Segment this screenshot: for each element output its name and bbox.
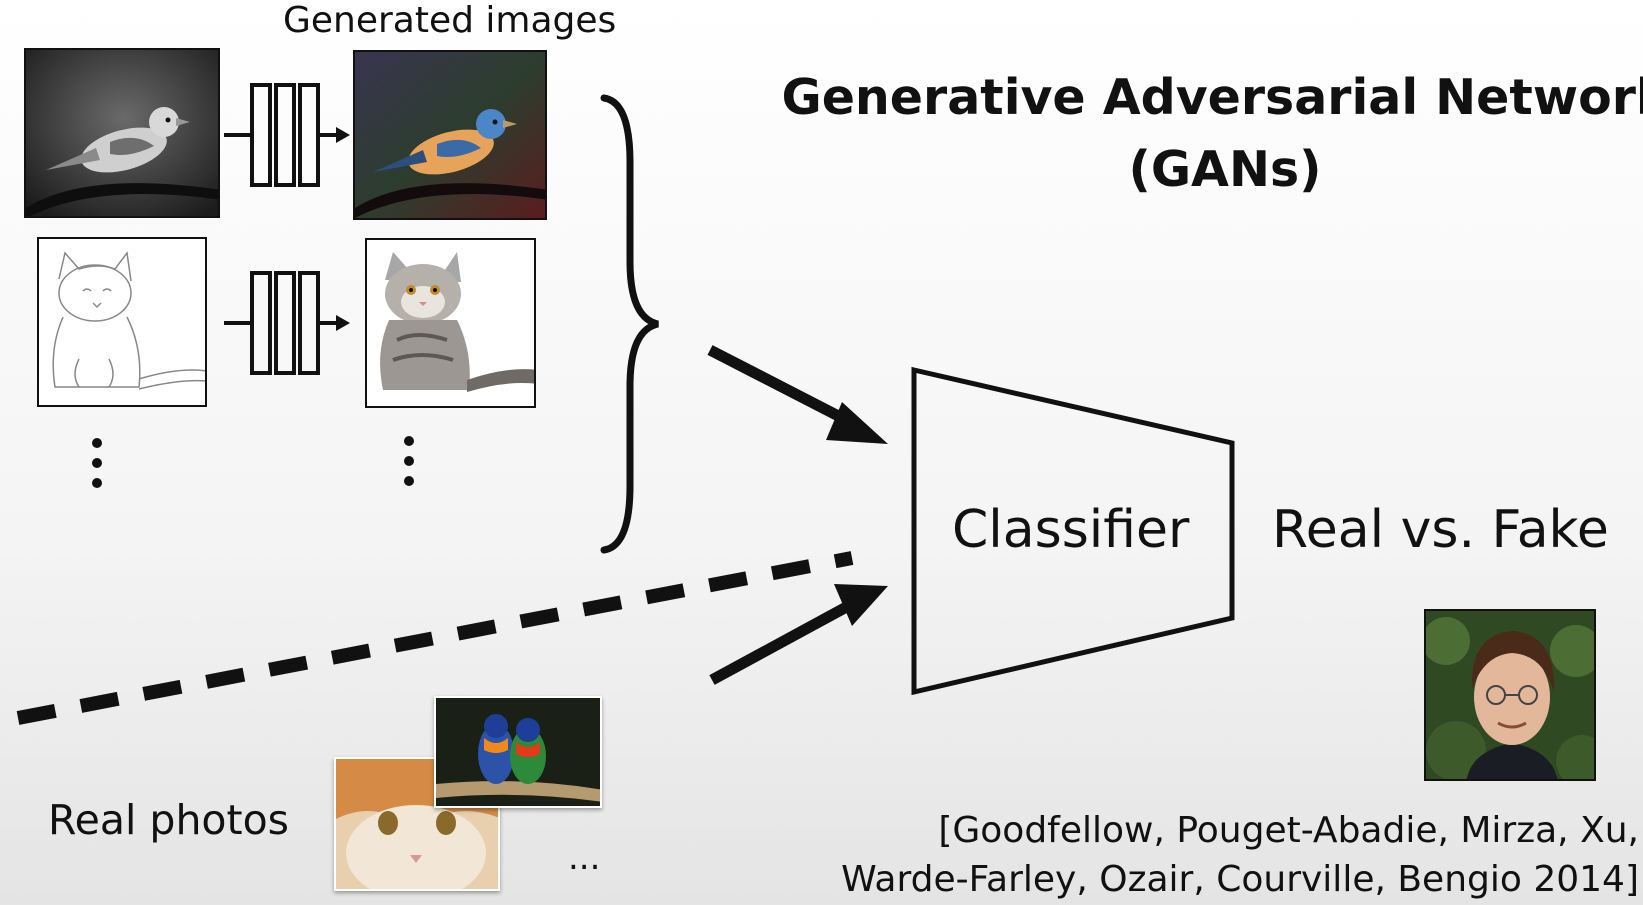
real-photos-label: Real photos — [48, 796, 290, 844]
generated-images-label: Generated images — [283, 0, 617, 41]
ellipsis-right-icon — [404, 436, 414, 486]
arrow-real-to-classifier-icon — [709, 584, 888, 685]
arrow-generated-to-classifier-icon — [707, 345, 888, 444]
real-vs-fake-label: Real vs. Fake — [1272, 500, 1609, 560]
generator-network-1-icon — [224, 83, 350, 187]
slide-title: Generative Adversarial Network (GANs) — [720, 62, 1643, 206]
classifier-label: Classifier — [952, 500, 1190, 560]
citation: [Goodfellow, Pouget-Abadie, Mirza, Xu, W… — [841, 806, 1639, 904]
citation-line-2: Warde-Farley, Ozair, Courville, Bengio 2… — [841, 859, 1639, 900]
real-parrots-photo — [434, 696, 602, 808]
generator-network-2-icon — [224, 271, 350, 375]
citation-line-1: [Goodfellow, Pouget-Abadie, Mirza, Xu, — [938, 810, 1639, 851]
generated-bird-image — [353, 50, 547, 220]
dashed-line — [16, 551, 854, 725]
classifier-shape — [911, 366, 1235, 696]
cat-sketch-image — [37, 237, 207, 407]
grayscale-bird-image — [24, 48, 220, 218]
title-line-2: (GANs) — [1128, 141, 1322, 198]
generated-cat-image — [365, 238, 536, 408]
author-portrait — [1424, 609, 1596, 781]
more-photos-ellipsis: ... — [568, 838, 601, 878]
title-line-1: Generative Adversarial Network — [781, 69, 1643, 126]
ellipsis-left-icon — [92, 438, 102, 488]
curly-brace-icon — [600, 94, 660, 554]
